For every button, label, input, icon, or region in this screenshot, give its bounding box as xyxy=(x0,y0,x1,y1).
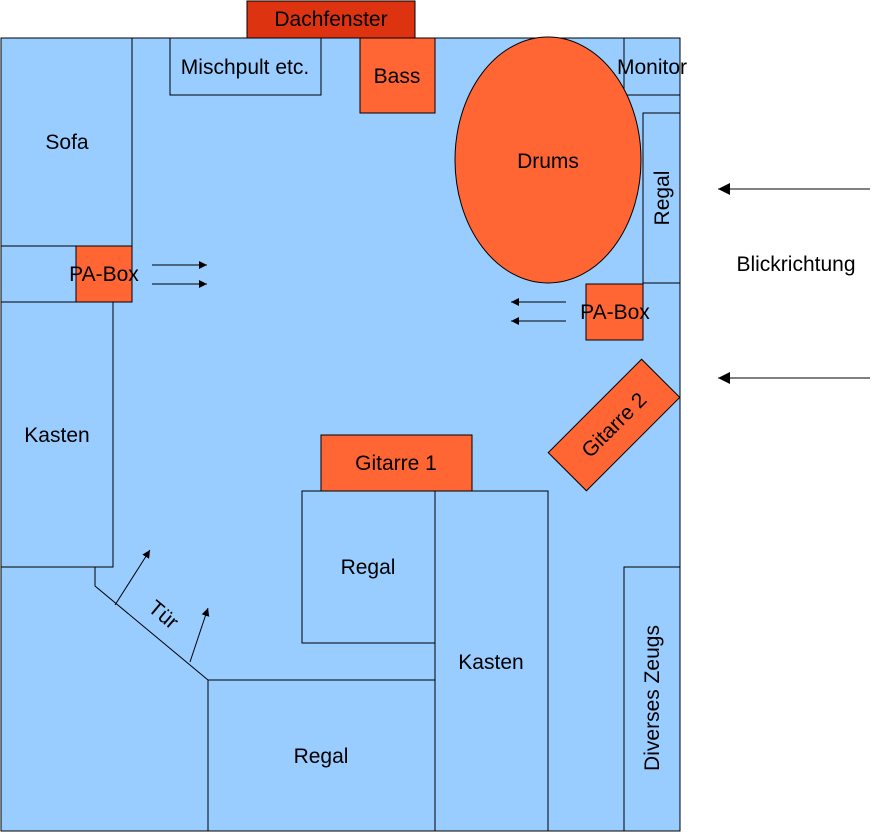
shelf-right: Regal xyxy=(642,112,681,284)
skylight: Dachfenster xyxy=(246,0,416,39)
cabinet-center-shape xyxy=(434,490,549,832)
shelf-center-shape xyxy=(301,490,436,644)
guitar-2-shape xyxy=(547,358,681,492)
bass: Bass xyxy=(359,37,436,114)
misc-storage: Diverses Zeugs xyxy=(623,566,681,832)
mixer: Mischpult etc. xyxy=(169,37,322,96)
guitar-1: Gitarre 1 xyxy=(320,434,473,493)
monitor-label: Monitor xyxy=(617,56,687,79)
cabinet-center-label: Kasten xyxy=(458,651,523,674)
pa-box-right-label: PA-Box xyxy=(580,301,650,324)
monitor-shape xyxy=(623,37,681,96)
cabinet-left: Kasten xyxy=(0,301,114,568)
cabinet-center: Kasten xyxy=(434,490,549,832)
bass-label: Bass xyxy=(374,65,421,88)
shelf-center: Regal xyxy=(301,490,436,644)
bass-shape xyxy=(359,37,436,114)
view-direction-label: Blickrichtung xyxy=(736,253,855,276)
guitar-1-label: Gitarre 1 xyxy=(355,452,437,475)
door-arrow-2 xyxy=(189,607,210,663)
skylight-label: Dachfenster xyxy=(274,8,387,31)
pa-box-right-shape xyxy=(585,283,644,341)
drums-shape xyxy=(454,36,642,284)
shelf-bottom-shape xyxy=(207,679,436,832)
misc-storage-shape xyxy=(623,566,681,832)
shelf-right-shape xyxy=(642,112,681,284)
mixer-label: Mischpult etc. xyxy=(181,56,309,79)
sofa-label: Sofa xyxy=(45,131,89,154)
drums: Drums xyxy=(454,36,642,284)
shelf-bottom-label: Regal xyxy=(294,745,349,768)
cabinet-left-shape xyxy=(0,301,114,568)
misc-storage-label: Diverses Zeugs xyxy=(641,625,664,771)
drums-label: Drums xyxy=(517,150,579,173)
sofa-shape xyxy=(0,37,133,247)
pa-box-left-shape xyxy=(75,245,133,303)
sofa: Sofa xyxy=(0,37,133,247)
door-outline xyxy=(94,567,209,681)
shelf-center-label: Regal xyxy=(341,556,396,579)
monitor: Monitor xyxy=(617,37,687,96)
shelf-right-label: Regal xyxy=(651,171,674,226)
shelf-bottom: Regal xyxy=(207,679,436,832)
cabinet-left-label: Kasten xyxy=(24,424,89,447)
pa-box-left-label: PA-Box xyxy=(69,263,139,286)
mixer-shape xyxy=(169,37,322,96)
view-direction: Blickrichtung xyxy=(718,183,870,384)
skylight-shape xyxy=(246,0,416,39)
door-arrow-1 xyxy=(114,549,151,606)
